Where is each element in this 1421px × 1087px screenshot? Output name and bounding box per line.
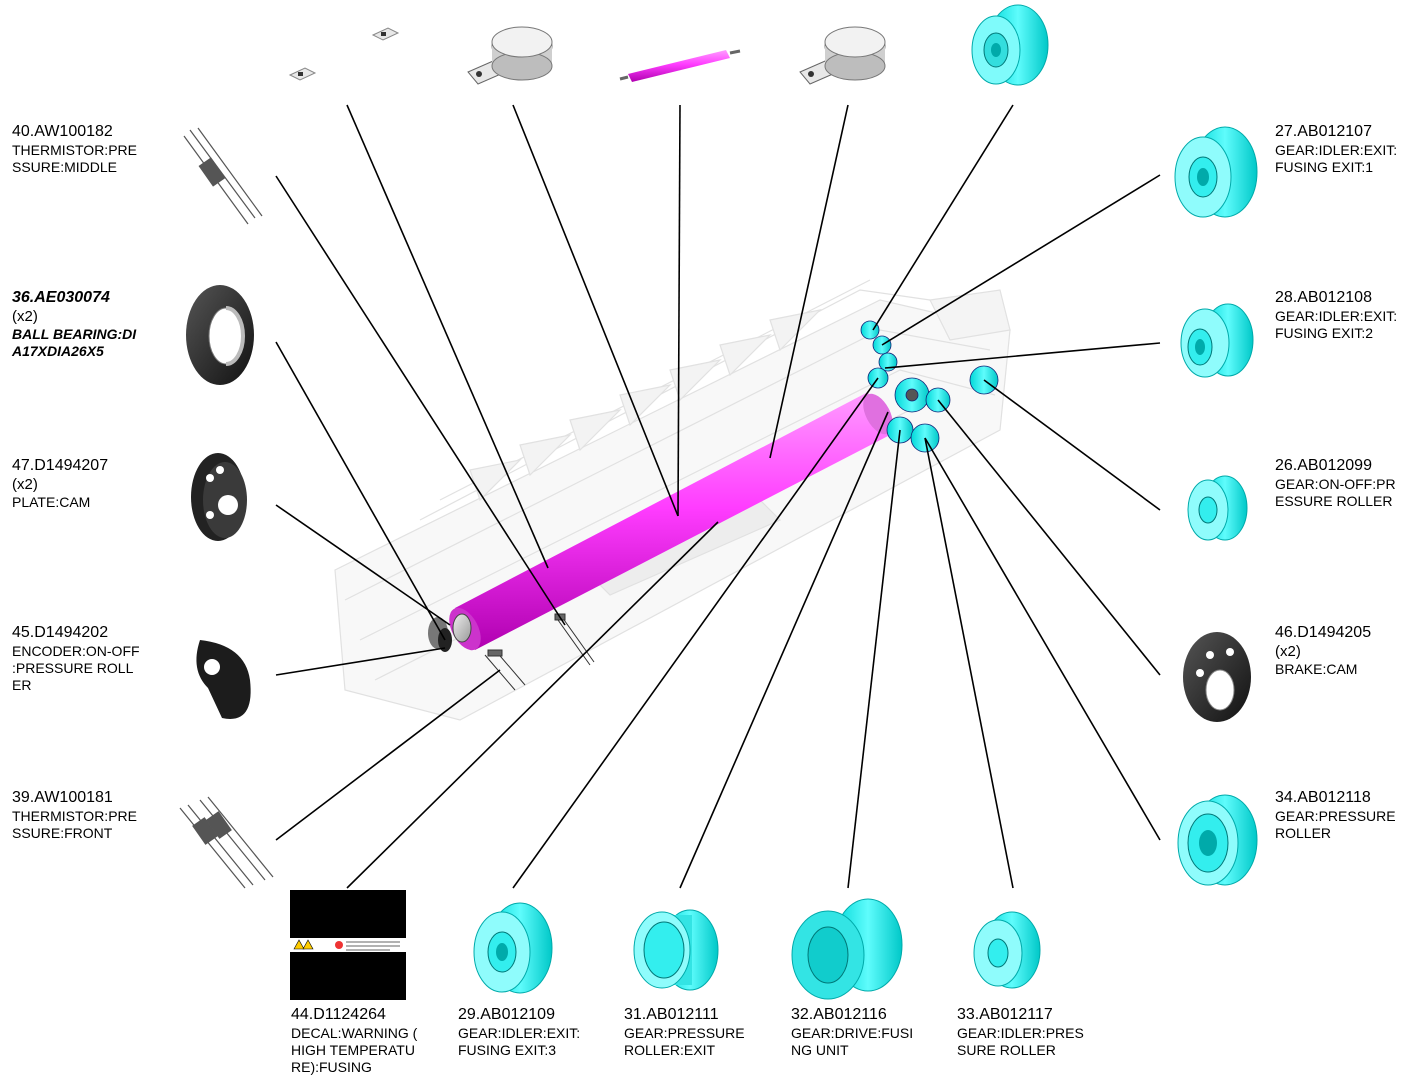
part-description: THERMISTOR:PRE SSURE:MIDDLE [12,142,137,175]
part-number: 27.AB012107 [1275,123,1372,140]
label-27: 27.AB012107 GEAR:IDLER:EXIT: FUSING EXIT… [1275,122,1397,176]
part-number: 39.AW100181 [12,789,113,806]
top-row-parts [288,4,1049,86]
label-28: 28.AB012108 GEAR:IDLER:EXIT: FUSING EXIT… [1275,288,1397,342]
encoder-part [196,640,251,719]
part-description: GEAR:DRIVE:FUSI NG UNIT [791,1025,914,1058]
part-number: 40.AW100182 [12,123,113,140]
part-description: PLATE:CAM [12,494,91,510]
thermostat-2 [799,26,886,85]
part-description: BALL BEARING:DI A17XDIA26X5 [12,326,137,359]
part-number: 26.AB012099 [1275,457,1372,474]
leader-lines [275,104,1161,889]
label-45: 45.D1494202 ENCODER:ON-OFF :PRESSURE ROL… [12,623,140,694]
gear-33-part [973,911,1041,989]
label-47: 47.D1494207 (x2) PLATE:CAM [12,456,108,511]
part-number: 36.AE030074 [12,289,110,306]
clip-small-2 [371,27,400,41]
label-39: 39.AW100181 THERMISTOR:PRE SSURE:FRONT [12,788,137,842]
part-description: THERMISTOR:PRE SSURE:FRONT [12,808,137,841]
label-40: 40.AW100182 THERMISTOR:PRE SSURE:MIDDLE [12,122,137,176]
label-29: 29.AB012109 GEAR:IDLER:EXIT: FUSING EXIT… [458,1005,580,1059]
part-number: 46.D1494205 [1275,624,1372,641]
gear-28-part [1180,303,1254,378]
part-number: 34.AB012118 [1275,789,1371,806]
label-36: 36.AE030074 (x2) BALL BEARING:DI A17XDIA… [12,288,136,360]
label-31: 31.AB012111 GEAR:PRESSURE ROLLER:EXIT [624,1005,745,1059]
part-number: 44.D1124264 [291,1006,386,1023]
part-description: GEAR:IDLER:PRES SURE ROLLER [957,1025,1084,1058]
part-description: GEAR:PRESSURE ROLLER [1275,808,1396,841]
part-number: 32.AB012116 [791,1006,887,1023]
part-number: 28.AB012108 [1275,289,1372,306]
thermistor-front-part [179,796,274,889]
label-32: 32.AB012116 GEAR:DRIVE:FUSI NG UNIT [791,1005,913,1059]
left-column-parts [179,127,274,889]
roller-rod-part [619,49,741,82]
part-number: 31.AB012111 [624,1006,719,1023]
right-column-parts [1174,126,1258,886]
label-26: 26.AB012099 GEAR:ON-OFF:PR ESSURE ROLLER [1275,456,1396,510]
label-34: 34.AB012118 GEAR:PRESSURE ROLLER [1275,788,1396,842]
part-description: GEAR:IDLER:EXIT: FUSING EXIT:2 [1275,308,1398,341]
part-description: GEAR:ON-OFF:PR ESSURE ROLLER [1275,476,1396,509]
part-number: 33.AB012117 [957,1006,1053,1023]
part-description: GEAR:IDLER:EXIT: FUSING EXIT:3 [458,1025,581,1058]
thermistor-middle-part [183,127,263,225]
part-description: DECAL:WARNING ( HIGH TEMPERATU RE):FUSIN… [291,1025,418,1075]
gear-27-part [1174,126,1258,218]
gear-31-part [633,909,719,991]
bottom-row-parts [290,890,1041,1000]
gear-top-right [971,4,1049,86]
label-44: 44.D1124264 DECAL:WARNING ( HIGH TEMPERA… [291,1005,417,1076]
label-33: 33.AB012117 GEAR:IDLER:PRES SURE ROLLER [957,1005,1084,1059]
gear-29-part [473,902,553,994]
warning-decal-part [290,890,406,1000]
part-quantity: (x2) [1275,643,1301,660]
brake-cam-part [1183,632,1251,722]
gear-26-part [1187,475,1248,541]
gear-34-part [1177,794,1258,886]
thermostat-1 [467,26,553,85]
left-end-cluster [428,613,472,652]
part-number: 47.D1494207 [12,457,109,474]
part-description: BRAKE:CAM [1275,661,1358,677]
label-46: 46.D1494205 (x2) BRAKE:CAM [1275,623,1371,678]
clip-small-1 [288,67,317,81]
part-description: ENCODER:ON-OFF :PRESSURE ROLL ER [12,643,140,693]
part-description: GEAR:IDLER:EXIT: FUSING EXIT:1 [1275,142,1398,175]
part-number: 45.D1494202 [12,624,109,641]
part-description: GEAR:PRESSURE ROLLER:EXIT [624,1025,745,1058]
part-quantity: (x2) [12,476,38,493]
cam-plate-part [191,453,247,541]
part-quantity: (x2) [12,308,38,325]
ball-bearing-part [186,285,254,385]
gear-32-part [791,898,903,1000]
part-number: 29.AB012109 [458,1006,555,1023]
